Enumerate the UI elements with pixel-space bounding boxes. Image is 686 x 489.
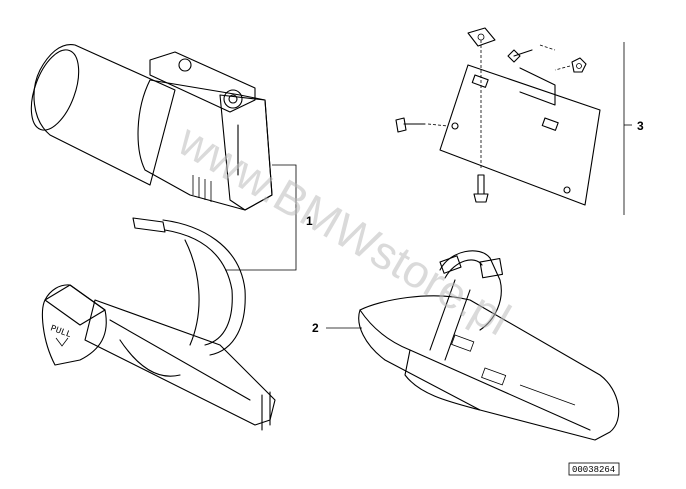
callout-2-label: 2: [312, 321, 319, 335]
flashlight-illustration: [30, 44, 273, 211]
callout-3-label: 3: [637, 119, 644, 133]
part-number-box: 00038264: [568, 462, 620, 476]
pull-handle-illustration: PULL: [41, 284, 107, 366]
part-number-text: 00038264: [572, 465, 615, 475]
holder-tray-illustration: [358, 250, 620, 441]
callout-3-leader: [623, 42, 632, 215]
mounting-bracket-illustration: [395, 27, 601, 206]
callout-1-label: 1: [306, 214, 313, 228]
clamp-bracket-illustration: [84, 217, 276, 431]
callout-1-leader: [225, 164, 297, 271]
watermark-text: www.BMWstore.pl: [169, 113, 519, 345]
pull-label: PULL: [49, 323, 73, 340]
